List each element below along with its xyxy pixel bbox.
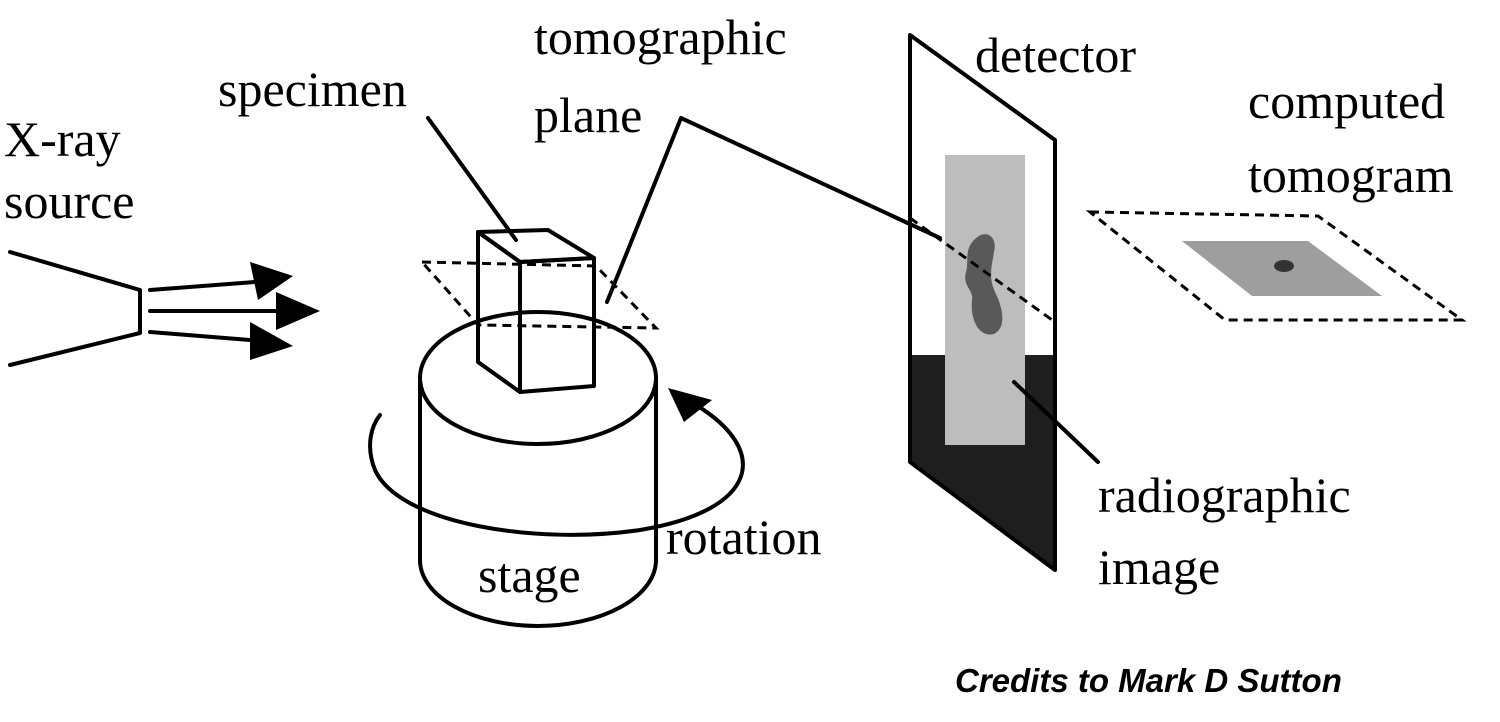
tomographic-plane (418, 260, 660, 330)
specimen-leader (426, 116, 518, 242)
rotation-label: rotation (666, 509, 822, 565)
specimen-label: specimen (218, 61, 407, 117)
credits-text: Credits to Mark D Sutton (955, 662, 1342, 699)
rotation-arrow (368, 388, 745, 537)
computed-tomogram-label-line2: tomogram (1248, 147, 1454, 203)
stage-label: stage (478, 547, 581, 603)
radiographic-image-label-line1: radiographic (1098, 467, 1351, 523)
xray-source-label-line2: source (4, 173, 135, 229)
tomographic-plane-label-line1: tomographic (534, 9, 787, 65)
radiographic-image-leader (1012, 380, 1100, 464)
detector-panel (908, 33, 1057, 572)
radiograph-blob (965, 234, 1003, 335)
radiographic-image-label-line2: image (1098, 539, 1220, 595)
computed-tomogram (1085, 210, 1467, 322)
stage-cylinder (418, 310, 658, 628)
xray-source (8, 250, 320, 367)
tomographic-plane-label-line2: plane (534, 87, 642, 143)
xray-source-label-line1: X-ray (4, 111, 121, 167)
detector-label: detector (975, 27, 1136, 83)
specimen-cube (476, 228, 596, 394)
computed-tomogram-label-line1: computed (1248, 73, 1445, 129)
tomographic-plane-leader (605, 116, 942, 304)
